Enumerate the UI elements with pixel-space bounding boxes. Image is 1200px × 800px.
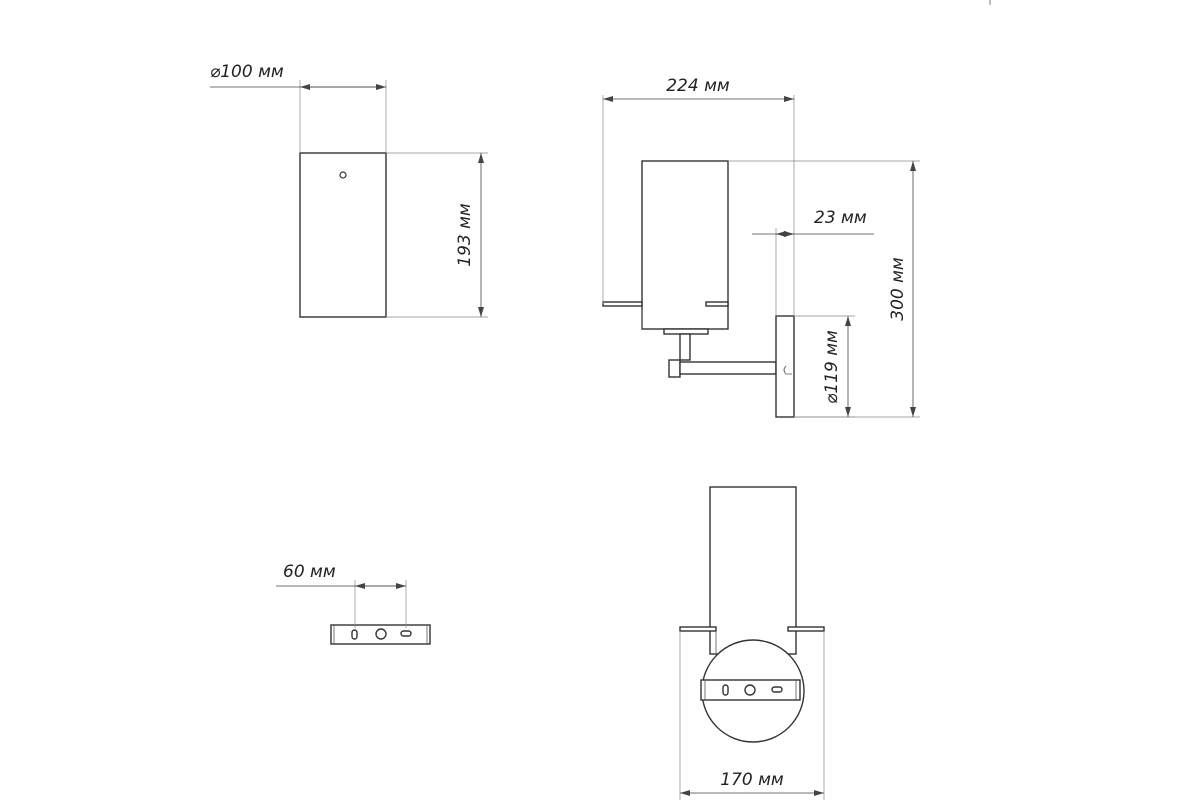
side-holder-cap xyxy=(663,328,709,335)
shade-front-view: ⌀100 мм 193 мм xyxy=(210,62,488,318)
total-height-label: 300 мм xyxy=(888,257,908,321)
side-view: 224 мм 23 мм 300 мм ⌀119 мм xyxy=(602,76,920,418)
side-arm xyxy=(679,361,777,375)
bracket-slot-right xyxy=(400,630,412,637)
back-shade xyxy=(709,486,797,655)
bracket-holes-label: 60 мм xyxy=(283,562,336,582)
side-wall-base xyxy=(775,315,795,418)
shade-height-label: 193 мм xyxy=(455,203,475,267)
total-width-label: 170 мм xyxy=(720,770,784,790)
bracket-slot-left xyxy=(351,629,358,640)
back-view: 170 мм xyxy=(679,486,825,800)
rod-offset-label: 23 мм xyxy=(814,208,867,228)
bracket-center-hole xyxy=(375,628,387,640)
side-holder-stem xyxy=(679,333,691,361)
shade-diameter-label: ⌀100 мм xyxy=(210,62,284,82)
shade-body xyxy=(299,152,387,318)
mounting-bracket-view: 60 мм xyxy=(276,562,431,645)
side-shade xyxy=(641,160,729,330)
base-diameter-label: ⌀119 мм xyxy=(822,330,842,404)
total-depth-label: 224 мм xyxy=(666,76,730,96)
shade-screw xyxy=(339,171,347,179)
